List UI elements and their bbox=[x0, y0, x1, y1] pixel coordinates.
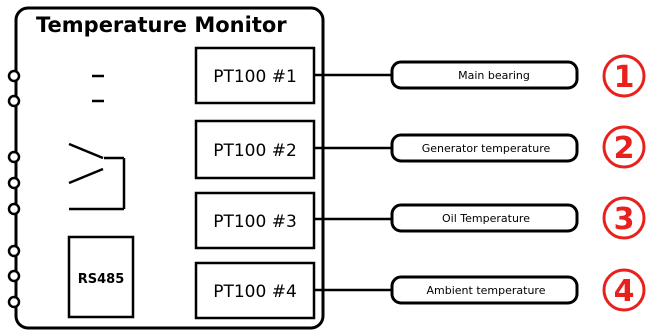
sensor-location-label: Main bearing bbox=[458, 69, 530, 82]
sensor-location-pill bbox=[390, 275, 579, 305]
terminals bbox=[7, 69, 21, 309]
monitor-title: Temperature Monitor bbox=[36, 13, 287, 37]
sensor-name: PT100 #1 bbox=[213, 67, 297, 87]
sensor-box bbox=[194, 119, 316, 180]
power-input-symbol bbox=[92, 74, 104, 103]
terminal bbox=[7, 244, 21, 258]
terminal bbox=[7, 176, 21, 190]
terminal bbox=[7, 69, 21, 83]
sensor-number: 3 bbox=[614, 202, 635, 237]
sensor-box bbox=[194, 261, 316, 320]
sensor-number: 2 bbox=[614, 131, 635, 166]
sensor-name: PT100 #3 bbox=[213, 212, 297, 232]
sensor-location-pill bbox=[390, 133, 579, 163]
sensor-row-4: PT100 #4 Ambient temperature 4 bbox=[194, 261, 646, 320]
terminal bbox=[7, 269, 21, 283]
sensor-number-badge bbox=[602, 54, 646, 98]
sensor-row-1: PT100 #1 Main bearing 1 bbox=[194, 46, 646, 105]
sensor-location-label: Ambient temperature bbox=[427, 284, 546, 297]
sensor-number-badge bbox=[602, 125, 646, 169]
sensor-number: 1 bbox=[614, 60, 635, 95]
sensor-location-label: Generator temperature bbox=[422, 142, 551, 155]
sensor-box bbox=[194, 191, 316, 250]
sensor-location-pill bbox=[390, 60, 579, 90]
terminal bbox=[7, 295, 21, 309]
sensor-number-badge bbox=[602, 196, 646, 240]
rs485-label: RS485 bbox=[78, 272, 125, 287]
sensor-row-3: PT100 #3 Oil Temperature 3 bbox=[194, 191, 646, 250]
terminal bbox=[7, 150, 21, 164]
relay-contacts-symbol bbox=[68, 142, 126, 211]
rs485-block bbox=[67, 235, 135, 319]
sensor-location-pill bbox=[390, 203, 579, 233]
terminal bbox=[7, 202, 21, 216]
sensor-number: 4 bbox=[614, 274, 635, 309]
sensor-name: PT100 #4 bbox=[213, 282, 297, 302]
terminal bbox=[7, 94, 21, 108]
sensor-number-badge bbox=[602, 268, 646, 312]
sensor-box bbox=[194, 46, 316, 105]
sensor-row-2: PT100 #2 Generator temperature 2 bbox=[194, 119, 646, 180]
sensor-location-label: Oil Temperature bbox=[442, 212, 530, 225]
sensor-name: PT100 #2 bbox=[213, 141, 297, 161]
